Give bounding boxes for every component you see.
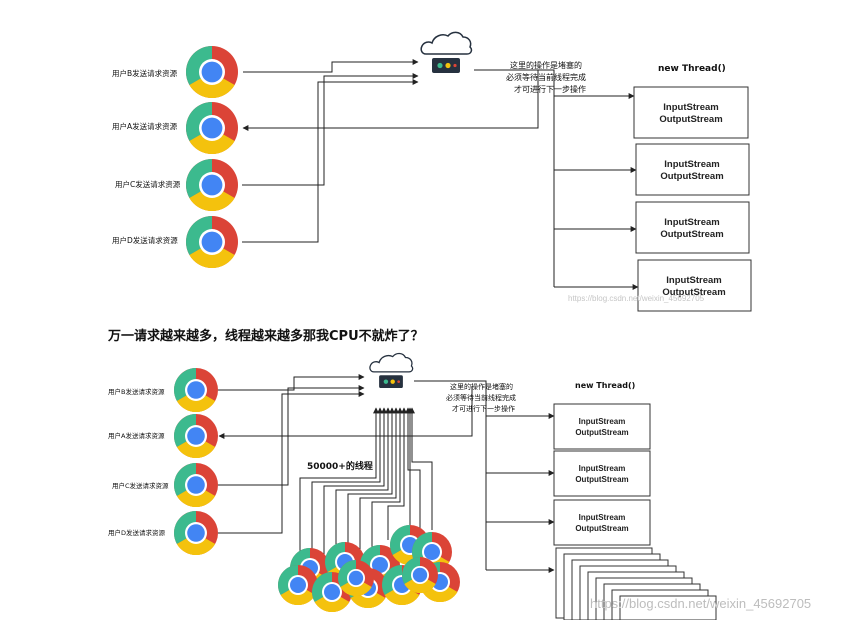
- thread-box-stack: [555, 547, 717, 620]
- top-diagram: 用户B发送请求资源 用户A发送请求资源 用户C发送请求资源 用户D发送请求资源 …: [112, 31, 752, 312]
- user-label: 用户D发送请求资源: [112, 235, 178, 245]
- thread-lines: [414, 380, 555, 573]
- user-label: 用户A发送请求资源: [112, 121, 178, 131]
- svg-text:OutputStream: OutputStream: [660, 229, 723, 240]
- watermark: https://blog.csdn.net/weixin_45692705: [590, 596, 811, 611]
- chrome-crowd: [278, 525, 460, 612]
- section-heading: 万一请求越来越多，线程越来越多那我CPU不就炸了？: [108, 329, 424, 344]
- chrome-icon: [186, 216, 238, 268]
- blocking-note: 这里的操作是堵塞的: [450, 382, 513, 391]
- svg-text:InputStream: InputStream: [579, 513, 626, 522]
- cloud-server-icon: [369, 352, 414, 389]
- request-lines: [218, 374, 473, 534]
- thread-box: InputStream OutputStream: [553, 403, 651, 450]
- thread-title: new Thread(): [575, 381, 635, 390]
- thread-box: InputStream OutputStream: [553, 499, 651, 546]
- svg-text:InputStream: InputStream: [579, 464, 626, 473]
- crowd-lines: [299, 407, 433, 560]
- thread-box: InputStream OutputStream: [553, 450, 651, 497]
- svg-text:InputStream: InputStream: [663, 102, 718, 113]
- user-label: 用户C发送请求资源: [115, 179, 181, 189]
- chrome-icon: [186, 102, 238, 154]
- user-label: 用户B发送请求资源: [108, 387, 165, 396]
- svg-text:InputStream: InputStream: [666, 275, 721, 286]
- thread-box: InputStream OutputStream: [635, 201, 750, 254]
- chrome-icon: [186, 159, 238, 211]
- user-label: 用户B发送请求资源: [112, 68, 178, 78]
- watermark: https://blog.csdn.net/weixin_45692705: [568, 294, 705, 303]
- svg-text:InputStream: InputStream: [664, 159, 719, 170]
- svg-text:OutputStream: OutputStream: [660, 171, 723, 182]
- svg-text:OutputStream: OutputStream: [575, 428, 628, 437]
- thread-lines: [474, 69, 639, 290]
- thread-box: InputStream OutputStream: [633, 86, 749, 139]
- chrome-icon: [278, 565, 318, 605]
- crowd-label: 50000+的线程: [307, 460, 373, 472]
- user-label: 用户A发送请求资源: [108, 431, 165, 440]
- thread-title: new Thread(): [658, 64, 726, 74]
- svg-text:InputStream: InputStream: [664, 217, 719, 228]
- blocking-note: 才可进行下一步操作: [452, 404, 515, 413]
- cloud-server-icon: [420, 31, 473, 74]
- thread-box: InputStream OutputStream: [637, 259, 752, 312]
- chrome-icon: [338, 560, 374, 596]
- chrome-icon: [402, 557, 438, 593]
- chrome-icon: [174, 368, 218, 412]
- request-lines: [242, 59, 539, 243]
- user-label: 用户C发送请求资源: [112, 481, 169, 490]
- thread-box: InputStream OutputStream: [635, 143, 750, 196]
- blocking-note: 才可进行下一步操作: [514, 84, 586, 94]
- svg-text:OutputStream: OutputStream: [662, 287, 725, 298]
- chrome-icon: [174, 511, 218, 555]
- svg-text:OutputStream: OutputStream: [575, 475, 628, 484]
- svg-text:OutputStream: OutputStream: [659, 114, 722, 125]
- blocking-note: 必须等待当前线程完成: [506, 72, 586, 82]
- bottom-diagram: 用户B发送请求资源 用户A发送请求资源 用户C发送请求资源 用户D发送请求资源 …: [108, 352, 811, 620]
- svg-text:OutputStream: OutputStream: [575, 524, 628, 533]
- user-label: 用户D发送请求资源: [108, 528, 166, 537]
- svg-text:InputStream: InputStream: [579, 417, 626, 426]
- blocking-note: 这里的操作是堵塞的: [510, 60, 582, 70]
- chrome-icon: [186, 46, 238, 98]
- chrome-icon: [174, 414, 218, 458]
- blocking-note: 必须等待当前线程完成: [446, 393, 516, 402]
- chrome-icon: [174, 463, 218, 507]
